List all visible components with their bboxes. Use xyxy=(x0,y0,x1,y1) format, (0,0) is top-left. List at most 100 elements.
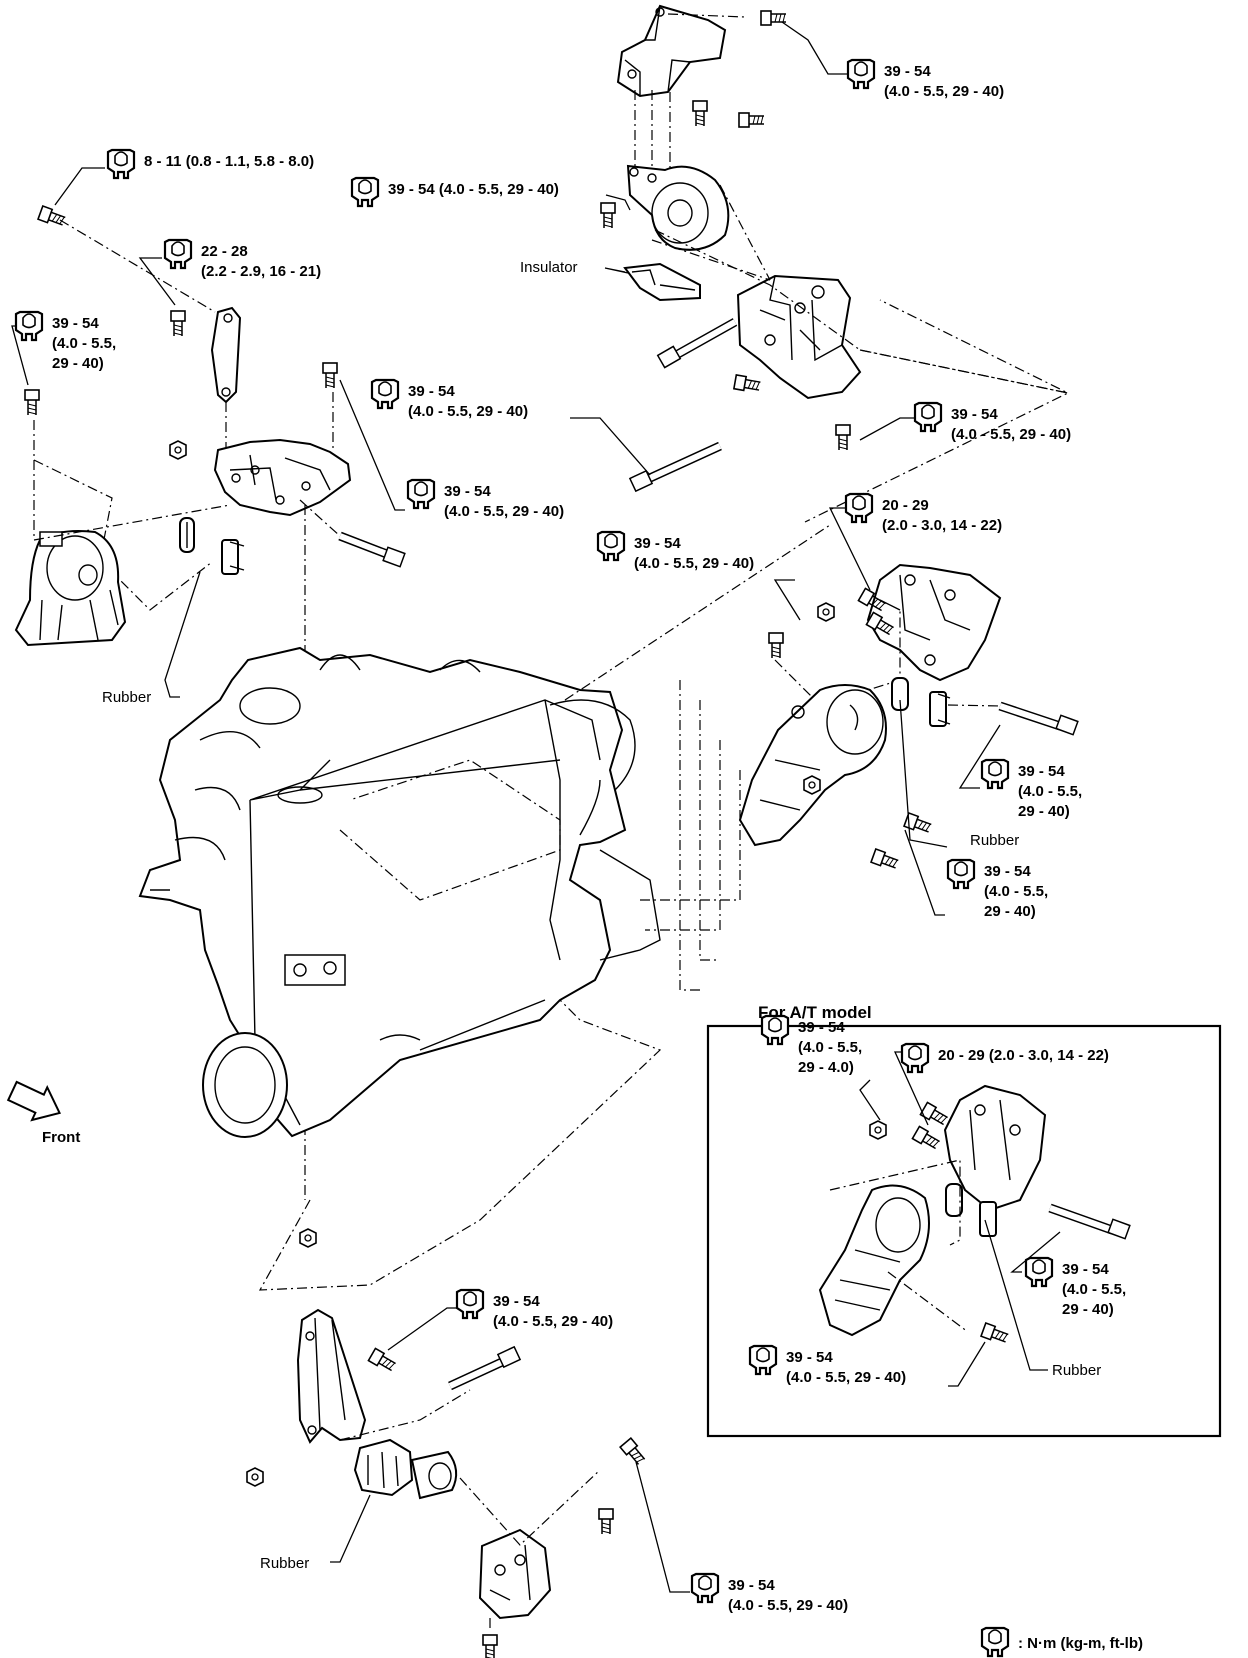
torque-value-text: 39 - 54 xyxy=(444,483,491,500)
torque-wrench-icon xyxy=(350,176,380,208)
inset-rubber-b xyxy=(979,1201,997,1237)
torque-value-text: 20 - 29 (2.0 - 3.0, 14 - 22) xyxy=(938,1047,1109,1064)
torque-wrench-icon xyxy=(844,492,874,524)
nut-right-mount xyxy=(803,775,821,795)
torque-callout: 39 - 54 (4.0 - 5.5, 29 - 40) xyxy=(946,858,1048,920)
upper-insulator-mount xyxy=(626,164,730,251)
legend-wrench-icon xyxy=(980,1626,1010,1658)
torque-value-text: 29 - 40) xyxy=(1018,803,1070,820)
inset-bracket xyxy=(943,1084,1047,1212)
bottom-rubber-insulator xyxy=(353,1438,458,1500)
nut-right-bracket xyxy=(817,602,835,622)
torque-value-text: 39 - 54 xyxy=(951,406,998,423)
torque-callout: 39 - 54(4.0 - 5.5,29 - 4.0) xyxy=(760,1014,862,1076)
torque-value-text: 39 - 54 xyxy=(1018,763,1065,780)
torque-wrench-icon xyxy=(900,1042,930,1074)
bolt-bottom-lowest xyxy=(482,1634,498,1658)
torque-value-text: (4.0 - 5.5, 29 - 40) xyxy=(951,426,1071,443)
torque-wrench-icon xyxy=(596,530,626,562)
inset-bolt-bottom xyxy=(980,1322,1011,1346)
inset-rubber-a xyxy=(945,1183,963,1217)
torque-wrench-icon xyxy=(946,858,976,890)
bolt-left-bracket xyxy=(170,310,186,337)
torque-value-text: 29 - 40) xyxy=(984,903,1036,920)
torque-wrench-icon xyxy=(980,758,1010,790)
rubber-right-b xyxy=(929,691,951,727)
rubber-label-left: Rubber xyxy=(102,689,151,706)
torque-callout: 39 - 54 (4.0 - 5.5, 29 - 40) xyxy=(690,1572,848,1614)
inset-bolt-b xyxy=(911,1125,942,1152)
torque-callout: 39 - 54(4.0 - 5.5, 29 - 40) xyxy=(596,530,754,572)
right-engine-mount xyxy=(738,684,887,847)
torque-wrench-icon xyxy=(455,1288,485,1320)
torque-value-text: 39 - 54 xyxy=(408,383,455,400)
leader-lines xyxy=(11,21,1061,1593)
torque-wrench-icon xyxy=(846,58,876,90)
torque-value-text: 39 - 54 xyxy=(634,535,681,552)
torque-value-text: (4.0 - 5.5, xyxy=(1018,783,1082,800)
torque-callout: 39 - 54 (4.0 - 5.5, 29 - 40) xyxy=(350,176,559,208)
inset-nut xyxy=(869,1120,887,1140)
torque-value-text: (4.0 - 5.5, 29 - 40) xyxy=(728,1597,848,1614)
torque-value-text: 39 - 54 xyxy=(984,863,1031,880)
rubber-right-a xyxy=(891,677,909,711)
torque-value-text: 39 - 54 xyxy=(728,1577,775,1594)
inset-long-bolt xyxy=(1048,1203,1131,1240)
torque-wrench-icon xyxy=(748,1344,778,1376)
bolt-upper-side xyxy=(733,374,762,394)
rubber-label-right: Rubber xyxy=(970,832,1019,849)
torque-labels: 39 - 54 (4.0 - 5.5, 29 - 40) 8 - 11 (0.8 -… xyxy=(14,58,1126,1614)
torque-wrench-icon xyxy=(690,1572,720,1604)
torque-value-text: 39 - 54 (4.0 - 5.5, 29 - 40) xyxy=(388,181,559,198)
bolt-bottom-c xyxy=(598,1508,614,1535)
front-label: Front xyxy=(42,1129,80,1146)
torque-wrench-icon xyxy=(913,401,943,433)
upper-mount-bracket xyxy=(736,274,862,400)
nut-bottom-top xyxy=(299,1228,317,1248)
torque-callout: 39 - 54(4.0 - 5.5, 29 - 40) xyxy=(455,1288,613,1330)
legend-units: : N·m (kg-m, ft-lb) xyxy=(1018,1635,1143,1652)
torque-value-text: 39 - 54 xyxy=(786,1349,833,1366)
small-bracket-left xyxy=(210,306,242,404)
long-bolt-right xyxy=(998,701,1079,736)
right-bracket xyxy=(866,563,1002,682)
torque-value-text: 22 - 28 xyxy=(201,243,248,260)
long-bolt-bottom xyxy=(448,1345,522,1391)
torque-callout: 39 - 54(4.0 - 5.5, 29 - 40) xyxy=(846,58,1004,100)
torque-callout: 8 - 11 (0.8 - 1.1, 5.8 - 8.0) xyxy=(106,148,314,180)
bolt-top-center xyxy=(692,100,708,127)
bolt-left-mount xyxy=(24,389,40,416)
torque-value-text: 29 - 40) xyxy=(52,355,104,372)
inset-mount xyxy=(818,1184,930,1337)
nut-bottom-left xyxy=(246,1467,264,1487)
rubber-label-bottom: Rubber xyxy=(260,1555,309,1572)
torque-value-text: (4.0 - 5.5, xyxy=(798,1039,862,1056)
torque-value-text: (4.0 - 5.5, xyxy=(1062,1281,1126,1298)
torque-callout: 39 - 54 (4.0 - 5.5, 29 - 40) xyxy=(980,758,1082,820)
center-bracket xyxy=(213,438,352,517)
torque-value-text: (2.0 - 3.0, 14 - 22) xyxy=(882,517,1002,534)
torque-callout: 39 - 54(4.0 - 5.5,29 - 40) xyxy=(14,310,116,372)
bolt-bottom-a xyxy=(367,1347,398,1374)
bottom-bracket xyxy=(296,1308,367,1444)
torque-value-text: (4.0 - 5.5, xyxy=(984,883,1048,900)
left-engine-mount xyxy=(14,530,127,647)
bolt-bottom-b xyxy=(619,1437,648,1468)
torque-callout: 22 - 28 (2.2 - 2.9, 16 - 21) xyxy=(163,238,321,280)
torque-wrench-icon xyxy=(406,478,436,510)
torque-wrench-icon xyxy=(1024,1256,1054,1288)
lower-bracket xyxy=(478,1528,552,1620)
torque-value-text: 39 - 54 xyxy=(798,1019,845,1036)
bolt-top-side xyxy=(738,112,765,128)
long-bolt-upper xyxy=(656,318,738,369)
torque-value-text: 29 - 40) xyxy=(1062,1301,1114,1318)
torque-wrench-icon xyxy=(760,1014,790,1046)
torque-value-text: (4.0 - 5.5, 29 - 40) xyxy=(408,403,528,420)
bolt-right-mount-b xyxy=(870,848,901,872)
at-model-inset-box xyxy=(706,1024,1222,1438)
torque-value-text: (4.0 - 5.5, 29 - 40) xyxy=(493,1313,613,1330)
bolt-insulator-mount xyxy=(600,202,616,229)
torque-value-text: (2.2 - 2.9, 16 - 21) xyxy=(201,263,321,280)
torque-value-text: 39 - 54 xyxy=(52,315,99,332)
bolt-center-top xyxy=(322,362,338,389)
